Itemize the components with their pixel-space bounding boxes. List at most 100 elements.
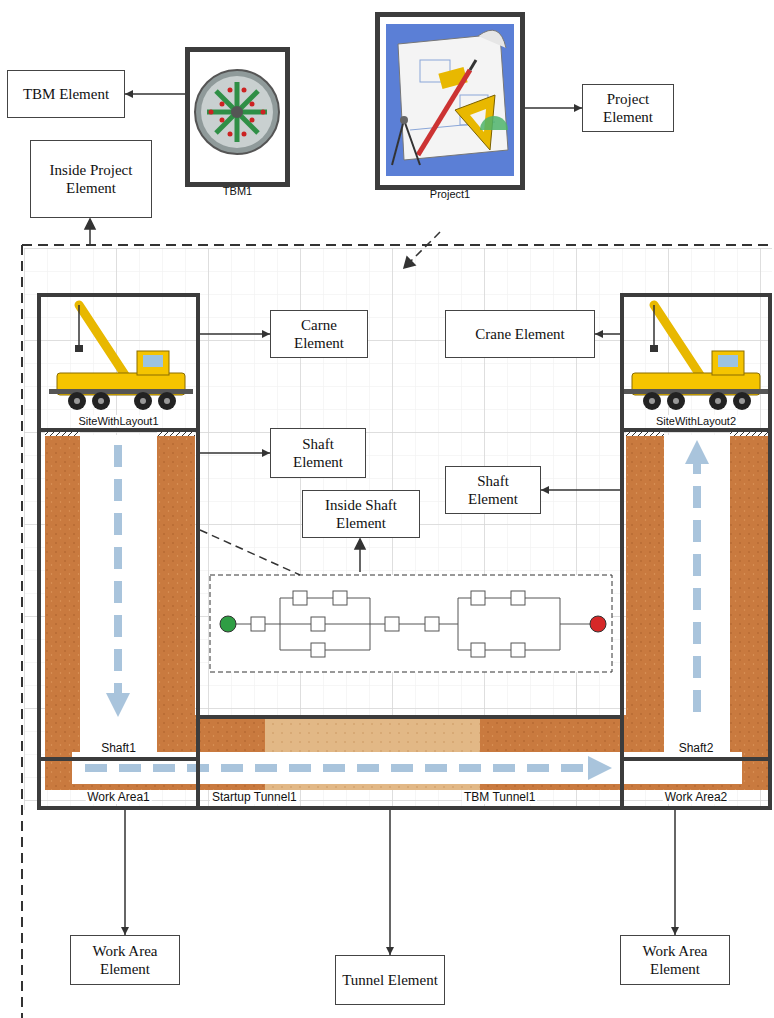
- mini-wire: [458, 598, 459, 650]
- node-label: Shaft1: [99, 741, 138, 755]
- callout-box: Inside Shaft Element: [302, 490, 420, 538]
- mini-wire: [525, 650, 560, 651]
- illustration-part: [85, 219, 95, 229]
- crane-element: SiteWithLayout1: [37, 293, 200, 432]
- illustration-part: [21, 245, 23, 1018]
- arrow-connector: [389, 810, 391, 955]
- illustration-part: [80, 435, 157, 765]
- illustration-part: [624, 305, 768, 410]
- illustration-part: [220, 118, 225, 123]
- illustration-part: [478, 30, 506, 48]
- arrow-connector: [200, 333, 270, 335]
- illustration-part: [693, 452, 701, 712]
- callout-box: Tunnel Element: [335, 955, 445, 1005]
- illustration-part: [231, 106, 243, 118]
- illustration-part: [404, 120, 420, 165]
- illustration-part: [404, 257, 415, 268]
- mini-terminal: [220, 616, 236, 632]
- illustration-part: [228, 88, 233, 93]
- mini-wire: [560, 624, 592, 625]
- shaft-element: Shaft1: [37, 428, 200, 761]
- callout-box: TBM Element: [7, 70, 125, 118]
- illustration-part: [200, 530, 300, 575]
- illustration-part: [480, 116, 508, 130]
- illustration-part: [85, 764, 600, 772]
- illustration-part: [228, 132, 233, 137]
- node-label: TBM Element: [23, 85, 109, 103]
- illustration-part: [392, 120, 404, 165]
- mini-box: [251, 617, 265, 631]
- illustration-part: [114, 445, 122, 705]
- mini-box: [471, 643, 485, 657]
- project-icon: [386, 24, 514, 176]
- mini-wire: [280, 624, 311, 625]
- callout-box: Shaft Element: [445, 466, 541, 514]
- mini-wire: [399, 624, 425, 625]
- mini-box: [511, 643, 525, 657]
- mini-wire: [458, 650, 471, 651]
- mini-wire: [347, 598, 370, 599]
- mini-wire: [458, 598, 471, 599]
- arrow-connector: [674, 810, 676, 935]
- mini-flowchart: [220, 591, 606, 657]
- illustration-part: [209, 88, 266, 137]
- work-area-element: Work Area2: [620, 757, 772, 810]
- illustration-part: [216, 91, 258, 133]
- mini-wire: [485, 650, 511, 651]
- grid-ground: [24, 248, 772, 810]
- callout-box: Shaft Element: [270, 428, 366, 478]
- tbm-element: TBM1: [185, 47, 290, 187]
- illustration-part: [209, 110, 214, 115]
- callout-box: Project Element: [582, 84, 674, 132]
- illustration-part: [216, 91, 258, 133]
- mini-box: [385, 617, 399, 631]
- illustration-part: [220, 102, 225, 107]
- node-label: Shaft Element: [451, 472, 535, 508]
- arrow-connector: [595, 333, 620, 335]
- inside-project-outline: [22, 245, 772, 1018]
- mini-wire: [280, 598, 293, 599]
- mini-box: [425, 617, 439, 631]
- arrow-connector: [124, 810, 126, 935]
- illustration-part: [664, 435, 730, 765]
- node-label: SiteWithLayout2: [654, 415, 738, 427]
- node-label: Work Area Element: [76, 942, 174, 978]
- mini-box: [293, 591, 307, 605]
- illustration-part: [195, 70, 279, 154]
- mini-wire: [439, 624, 458, 625]
- node-label: Carne Element: [276, 316, 362, 352]
- mini-box: [311, 643, 325, 657]
- mini-wire: [325, 650, 370, 651]
- node-label: Work Area Element: [626, 942, 724, 978]
- mini-box: [511, 591, 525, 605]
- flow-arrows: [85, 445, 697, 768]
- illustration-part: [386, 24, 514, 176]
- illustration-part: [418, 70, 470, 155]
- illustration-part: [49, 305, 193, 410]
- mini-wire: [525, 598, 560, 599]
- mini-wire: [325, 624, 385, 625]
- node-label: SiteWithLayout1: [76, 415, 160, 427]
- callout-box: Work Area Element: [70, 935, 180, 985]
- node-label: Project1: [430, 188, 470, 200]
- node-label: Inside Project Element: [36, 161, 146, 197]
- arrow-connector: [125, 93, 185, 95]
- mini-terminal: [590, 616, 606, 632]
- illustration-part: [207, 82, 267, 142]
- node-label: Work Area2: [663, 790, 729, 804]
- illustration-part: [242, 132, 247, 137]
- node-label: Work Area1: [85, 790, 151, 804]
- illustration-part: [250, 118, 255, 123]
- mini-wire: [370, 598, 371, 650]
- tunnel-element: Startup Tunnel1TBM Tunnel1: [196, 715, 624, 810]
- node-label: Crane Element: [475, 325, 565, 343]
- arrow-connector: [525, 107, 582, 109]
- node-label: Project Element: [588, 90, 668, 126]
- mini-wire: [280, 650, 311, 651]
- leader-arrows: [85, 219, 440, 575]
- callout-box: Inside Project Element: [30, 140, 152, 218]
- illustration-part: [261, 110, 266, 115]
- illustration-part: [355, 539, 365, 549]
